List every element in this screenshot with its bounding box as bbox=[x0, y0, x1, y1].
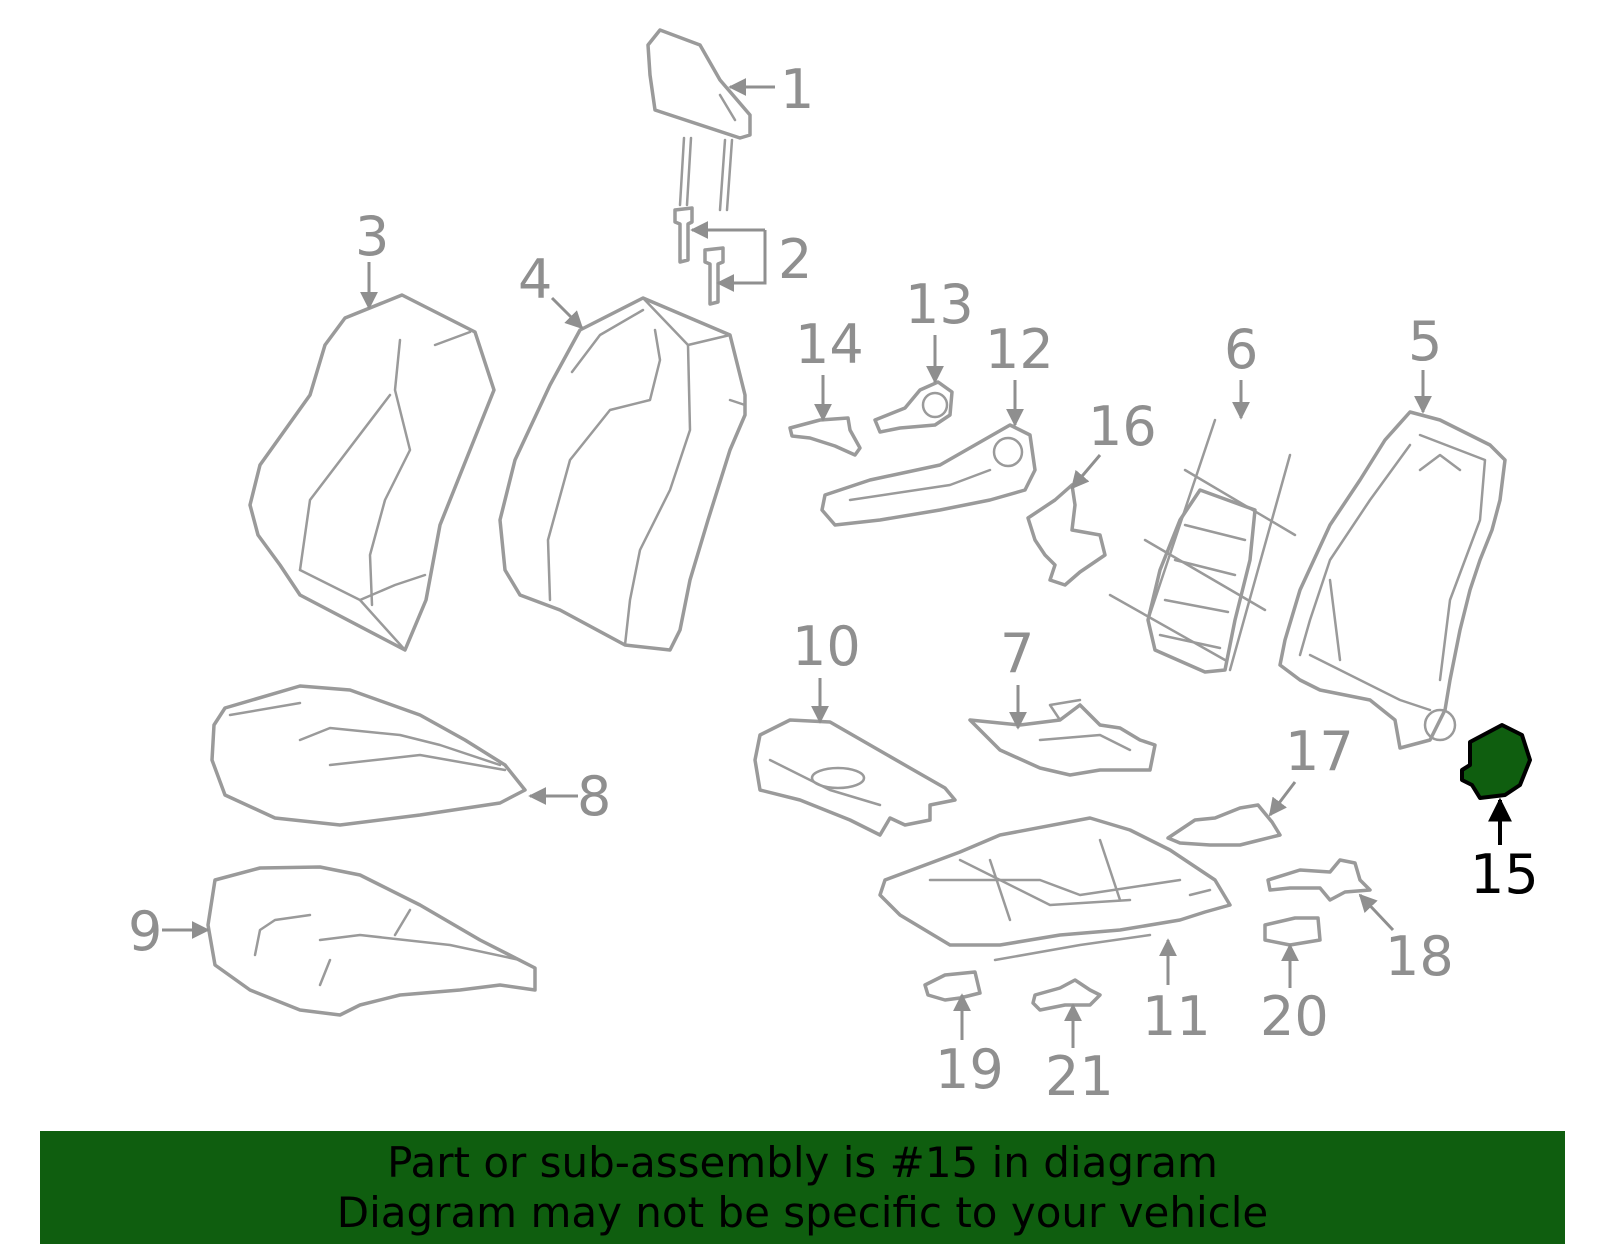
part-4-seatback-pad bbox=[498, 296, 747, 652]
part-20-clip bbox=[1263, 916, 1322, 947]
part-6-lumbar-support bbox=[1108, 418, 1297, 674]
callout-15: 15 bbox=[1470, 843, 1539, 906]
callout-20: 20 bbox=[1260, 985, 1329, 1048]
callout-17: 17 bbox=[1285, 720, 1354, 783]
part-13-knob bbox=[873, 380, 954, 434]
part-11-seat-track bbox=[878, 816, 1232, 962]
part-5-seatback-frame bbox=[1278, 410, 1507, 750]
callout-5: 5 bbox=[1408, 310, 1442, 373]
callout-11: 11 bbox=[1142, 985, 1211, 1048]
banner-line-2: Diagram may not be specific to your vehi… bbox=[336, 1187, 1269, 1237]
callout-labels: 1 2 3 4 5 6 7 8 9 10 11 12 13 14 15 16 1… bbox=[128, 58, 1539, 1108]
callout-19: 19 bbox=[935, 1038, 1004, 1101]
callout-16: 16 bbox=[1088, 395, 1157, 458]
part-7-seat-pan bbox=[968, 698, 1157, 777]
part-19-clip bbox=[923, 970, 982, 1002]
part-21-clip bbox=[1031, 978, 1102, 1012]
part-12-recliner-cover bbox=[820, 423, 1037, 527]
part-1-headrest bbox=[646, 28, 752, 212]
callout-10: 10 bbox=[792, 615, 861, 678]
part-15-highlighted bbox=[1460, 723, 1532, 800]
callout-3: 3 bbox=[355, 205, 389, 268]
callout-12: 12 bbox=[985, 318, 1054, 381]
callout-2: 2 bbox=[778, 228, 812, 291]
part-2-headrest-guides bbox=[673, 206, 725, 306]
part-18-bracket bbox=[1266, 858, 1372, 902]
part-3-seatback-cover bbox=[248, 293, 496, 652]
part-9-seat-cushion-pad bbox=[206, 865, 537, 1017]
part-16-side-bracket bbox=[1026, 483, 1107, 587]
callout-1: 1 bbox=[780, 58, 814, 121]
banner-line-1: Part or sub-assembly is #15 in diagram bbox=[387, 1137, 1218, 1187]
callout-14: 14 bbox=[795, 313, 864, 376]
callout-21: 21 bbox=[1045, 1045, 1114, 1108]
info-banner: Part or sub-assembly is #15 in diagram D… bbox=[40, 1131, 1565, 1244]
callout-7: 7 bbox=[1000, 622, 1034, 685]
callout-13: 13 bbox=[905, 273, 974, 336]
part-14-bracket bbox=[788, 416, 862, 457]
callout-6: 6 bbox=[1224, 318, 1258, 381]
leader-lines bbox=[162, 78, 1512, 1048]
callout-9: 9 bbox=[128, 900, 162, 963]
callout-8: 8 bbox=[577, 765, 611, 828]
callout-18: 18 bbox=[1385, 925, 1454, 988]
callout-4: 4 bbox=[518, 248, 552, 311]
part-10-seat-shield bbox=[753, 718, 957, 837]
part-17-bracket bbox=[1166, 803, 1282, 847]
part-8-seat-cushion-cover bbox=[210, 684, 527, 827]
